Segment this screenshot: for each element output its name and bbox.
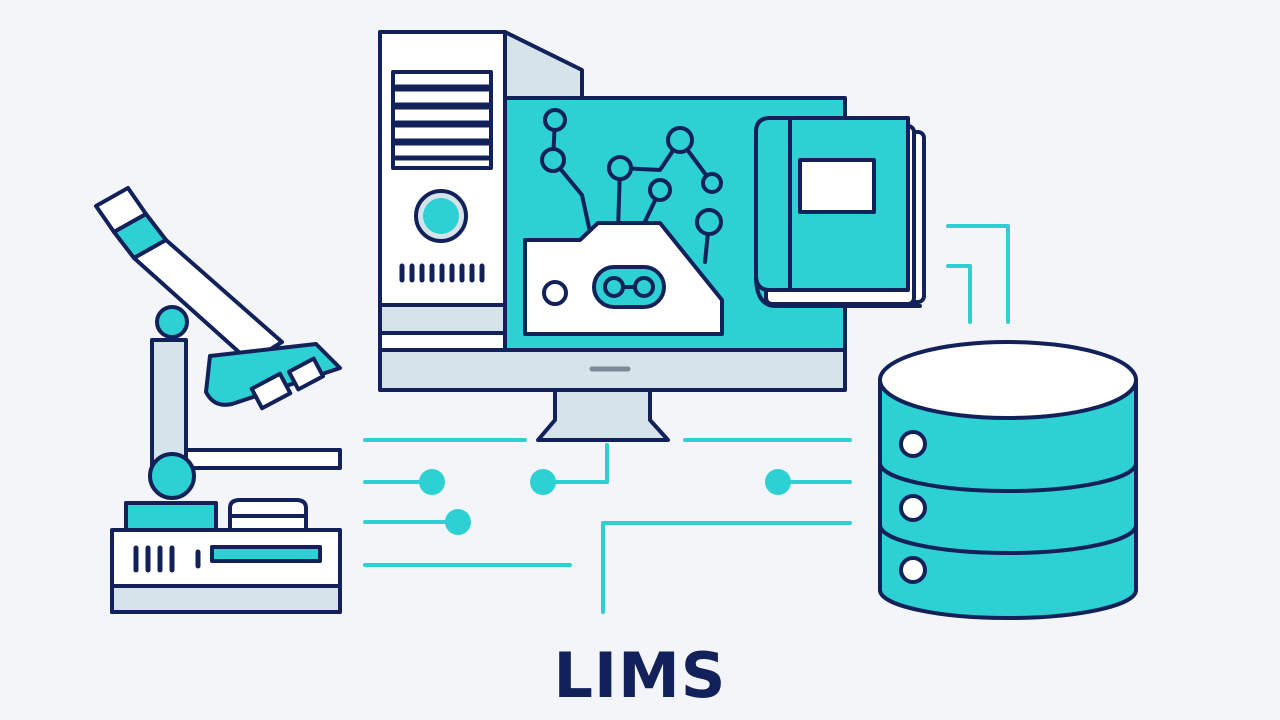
lims-title: LIMS [553, 639, 727, 712]
connector-line [541, 443, 609, 484]
connector-node [765, 469, 791, 495]
binder-icon [754, 116, 926, 308]
connector-node [530, 469, 556, 495]
connector-node [419, 469, 445, 495]
server-tower-icon [378, 30, 584, 384]
connector-node [445, 509, 471, 535]
database-icon [878, 340, 1138, 620]
connector-lines [363, 224, 1010, 614]
connector-line [946, 264, 972, 324]
connector-nodes [419, 469, 791, 535]
connector-line [946, 224, 1010, 324]
network-graph-icon [540, 108, 723, 264]
connector-line [601, 521, 852, 614]
microscope-icon [94, 186, 342, 614]
robot-icon [523, 221, 724, 336]
